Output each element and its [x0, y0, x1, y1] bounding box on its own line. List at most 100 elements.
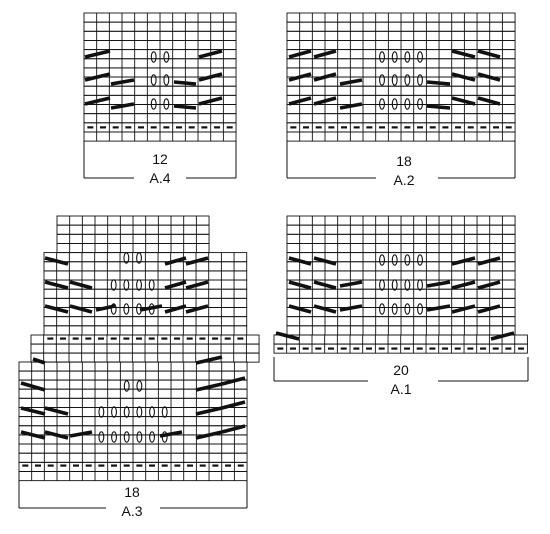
grid-row: [286, 316, 516, 327]
cable-symbol: [288, 304, 312, 314]
grid-row: [83, 85, 237, 96]
yarn-over-symbol: [123, 431, 130, 443]
yarn-over-symbol: [148, 279, 155, 291]
yarn-over-symbol: [136, 406, 143, 418]
grid-row: [18, 461, 248, 472]
yarn-over-symbol: [391, 98, 398, 110]
grid-row: [83, 12, 237, 23]
cable-symbol: [195, 382, 223, 392]
grid-row: [43, 316, 248, 327]
yarn-over-symbol: [417, 98, 423, 110]
grid-row: [286, 242, 516, 254]
cable-symbol: [173, 80, 197, 86]
cable-symbol: [221, 400, 246, 410]
cable-symbol: [426, 80, 451, 86]
grid-row: [83, 30, 237, 41]
yarn-over-symbol: [163, 98, 170, 110]
yarn-over-symbol: [136, 380, 143, 392]
chart-grid: [83, 12, 237, 142]
cable-symbol: [44, 256, 69, 266]
yarn-over-symbol: [163, 51, 170, 63]
yarn-over-symbol: [123, 303, 130, 315]
grid-row: [18, 397, 248, 408]
cable-symbol: [477, 280, 501, 290]
cable-symbol: [313, 49, 337, 59]
yarn-over-symbol: [379, 254, 385, 266]
grid-row: [286, 30, 516, 41]
grid-row: [286, 288, 516, 299]
stitch-count: 18: [396, 153, 412, 169]
grid-row: [286, 297, 516, 308]
chart-label: A.2: [393, 172, 414, 188]
yarn-over-symbol: [391, 51, 398, 63]
cable-symbol: [44, 406, 69, 416]
cable-symbol: [32, 357, 46, 365]
yarn-over-symbol: [110, 303, 117, 315]
stitch-count: 20: [393, 362, 409, 378]
cable-symbol: [185, 280, 209, 290]
cable-symbol: [69, 430, 93, 438]
cable-symbol: [477, 304, 501, 314]
cable-symbol: [195, 406, 223, 416]
cable-symbol: [139, 304, 163, 312]
yarn-over-symbol: [123, 380, 130, 392]
yarn-over-symbol: [404, 98, 411, 110]
grid-row: [286, 21, 516, 32]
cable-symbol: [477, 96, 501, 106]
yarn-over-symbol: [136, 431, 143, 443]
yarn-over-symbol: [417, 254, 423, 266]
yarn-over-symbol: [98, 406, 105, 418]
yarn-over-symbol: [379, 98, 385, 110]
grid-row: [286, 325, 516, 336]
yarn-over-symbol: [404, 51, 411, 63]
grid-row: [286, 58, 516, 69]
yarn-over-symbol: [161, 431, 168, 443]
yarn-over-symbol: [417, 279, 423, 291]
yarn-over-symbol: [150, 98, 157, 110]
cable-symbol: [44, 280, 69, 290]
cable-symbol: [221, 424, 246, 434]
grid-row: [286, 85, 516, 96]
yarn-over-symbol: [111, 406, 117, 418]
cable-symbol: [313, 280, 337, 290]
grid-row: [286, 131, 516, 142]
cable-symbol: [288, 49, 312, 59]
grid-row: [273, 334, 528, 345]
cable-symbol: [164, 256, 187, 266]
yarn-over-symbol: [149, 431, 155, 443]
cable-symbol: [451, 304, 476, 314]
stitch-count: 18: [124, 484, 140, 500]
grid-row: [286, 252, 516, 263]
yarn-over-symbol: [391, 279, 398, 291]
cable-symbol: [313, 96, 337, 106]
yarn-over-symbol: [379, 51, 385, 63]
cable-symbol: [84, 96, 111, 106]
grid-row: [83, 104, 237, 115]
yarn-over-symbol: [111, 431, 117, 443]
grid-row: [30, 343, 260, 354]
cable-symbol: [339, 280, 363, 288]
cable-symbol: [84, 49, 111, 59]
yarn-over-symbol: [379, 303, 385, 315]
chart-grid: [273, 215, 528, 354]
chart-grid: [18, 215, 260, 482]
cable-symbol: [159, 430, 183, 438]
chart-a4: 12 A.4: [83, 12, 237, 186]
grid-row: [43, 252, 248, 263]
chart-a2: 18 A.2: [286, 12, 516, 188]
grid-row: [56, 233, 210, 244]
grid-row: [18, 370, 248, 381]
cable-symbol: [426, 304, 451, 312]
cable-symbol: [195, 355, 223, 365]
yarn-over-symbol: [391, 303, 398, 315]
yarn-over-symbol: [404, 254, 411, 266]
grid-row: [18, 416, 248, 427]
yarn-over-symbol: [123, 406, 130, 418]
cable-symbol: [195, 430, 223, 440]
cable-symbol: [339, 304, 363, 312]
cable-symbol: [20, 381, 46, 392]
repeat-bracket: [273, 357, 529, 382]
chart-label: A.4: [149, 170, 170, 186]
grid-row: [286, 113, 516, 124]
cable-symbol: [288, 256, 312, 266]
